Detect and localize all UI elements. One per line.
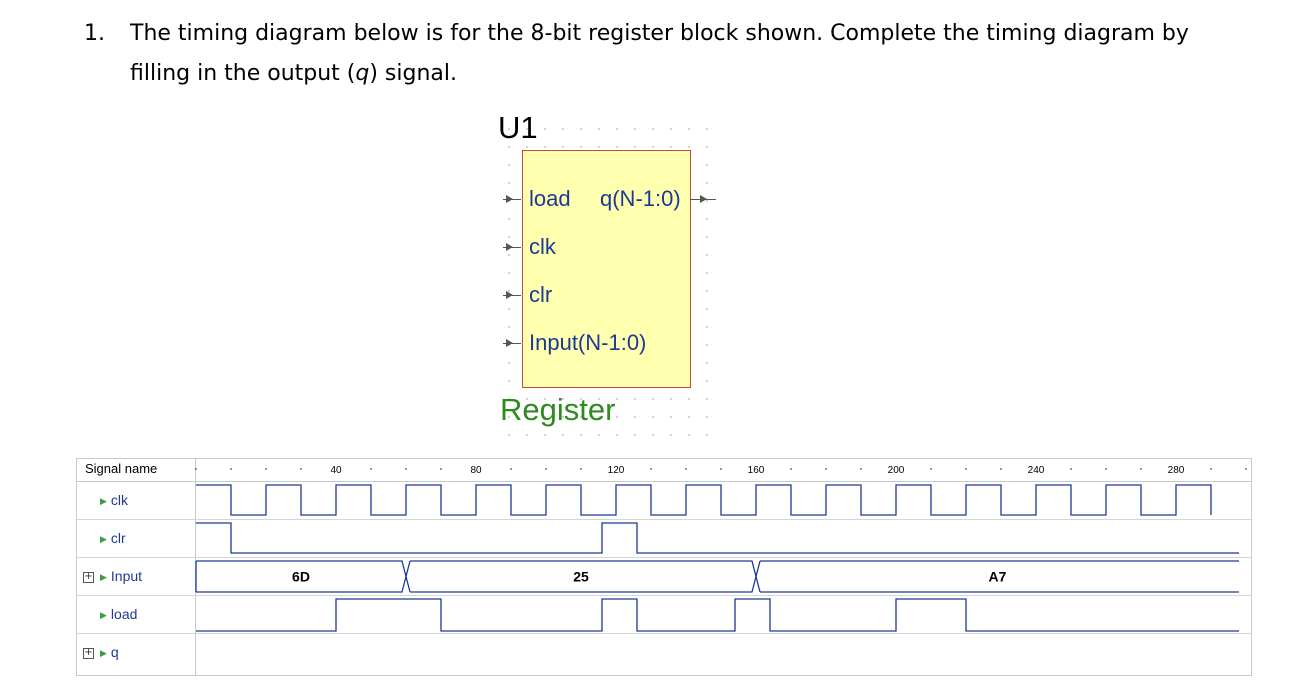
row-divider bbox=[77, 557, 1251, 558]
signal-q[interactable]: ▶q bbox=[100, 644, 119, 660]
pin-q-output: q(N-1:0) bbox=[600, 186, 681, 211]
signal-label: load bbox=[110, 606, 138, 622]
pin-arrow-icon bbox=[506, 291, 513, 299]
instance-label: U1 bbox=[498, 110, 538, 145]
input-signal-icon: ▶ bbox=[100, 496, 107, 506]
input-signal-icon: ▶ bbox=[100, 572, 107, 582]
q-variable: q bbox=[355, 61, 370, 86]
expand-icon[interactable]: + bbox=[83, 571, 94, 583]
row-divider bbox=[77, 519, 1251, 520]
pin-input: Input(N-1:0) bbox=[529, 330, 647, 355]
signal-label: clk bbox=[110, 492, 129, 508]
row-divider bbox=[77, 633, 1251, 634]
expand-icon[interactable]: + bbox=[83, 647, 94, 659]
question-number: 1. bbox=[84, 21, 105, 46]
register-block bbox=[522, 150, 691, 388]
timing-header: Signal name bbox=[77, 459, 1251, 482]
pin-arrow-icon bbox=[506, 339, 513, 347]
pin-load: load bbox=[529, 186, 571, 211]
ruler-label: 200 bbox=[888, 465, 905, 476]
ruler-label: 80 bbox=[470, 465, 482, 476]
input-value-label: 25 bbox=[573, 569, 589, 585]
output-signal-icon: ▶ bbox=[100, 648, 107, 658]
signal-clr[interactable]: ▶clr bbox=[100, 530, 126, 546]
input-signal-icon: ▶ bbox=[100, 534, 107, 544]
signal-label: q bbox=[110, 644, 119, 660]
ruler-label: 120 bbox=[608, 465, 625, 476]
signal-name-header: Signal name bbox=[85, 461, 158, 476]
ruler-label: 40 bbox=[330, 465, 342, 476]
pin-clr: clr bbox=[529, 282, 553, 307]
signal-clk[interactable]: ▶clk bbox=[100, 492, 128, 508]
input-bus-bottom bbox=[196, 560, 1239, 593]
pin-clk: clk bbox=[529, 234, 556, 259]
input-value-label: 6D bbox=[292, 569, 310, 585]
register-name: Register bbox=[500, 392, 616, 427]
ruler-label: 240 bbox=[1028, 465, 1045, 476]
clr-wave bbox=[196, 522, 1239, 554]
signal-input[interactable]: ▶Input bbox=[100, 568, 142, 584]
pin-arrow-icon bbox=[506, 195, 513, 203]
pin-arrow-icon bbox=[506, 243, 513, 251]
ruler-label: 280 bbox=[1168, 465, 1185, 476]
signal-label: Input bbox=[110, 568, 143, 584]
ruler-label: 160 bbox=[748, 465, 765, 476]
load-wave bbox=[196, 598, 1239, 632]
question-text-part: ) signal. bbox=[369, 61, 458, 86]
question-text: The timing diagram below is for the 8-bi… bbox=[130, 14, 1250, 94]
signal-label: clr bbox=[110, 530, 126, 546]
clk-wave bbox=[196, 484, 1212, 516]
question-text-part: The timing diagram below is for the 8-bi… bbox=[130, 21, 1189, 86]
pin-arrow-icon bbox=[700, 195, 707, 203]
row-divider bbox=[77, 595, 1251, 596]
signal-load[interactable]: ▶load bbox=[100, 606, 137, 622]
input-signal-icon: ▶ bbox=[100, 610, 107, 620]
timing-panel: Signal name ▶clk ▶clr + ▶Input ▶load + ▶… bbox=[76, 458, 1252, 676]
input-bus-top bbox=[196, 560, 1239, 593]
input-value-label: A7 bbox=[989, 569, 1007, 585]
